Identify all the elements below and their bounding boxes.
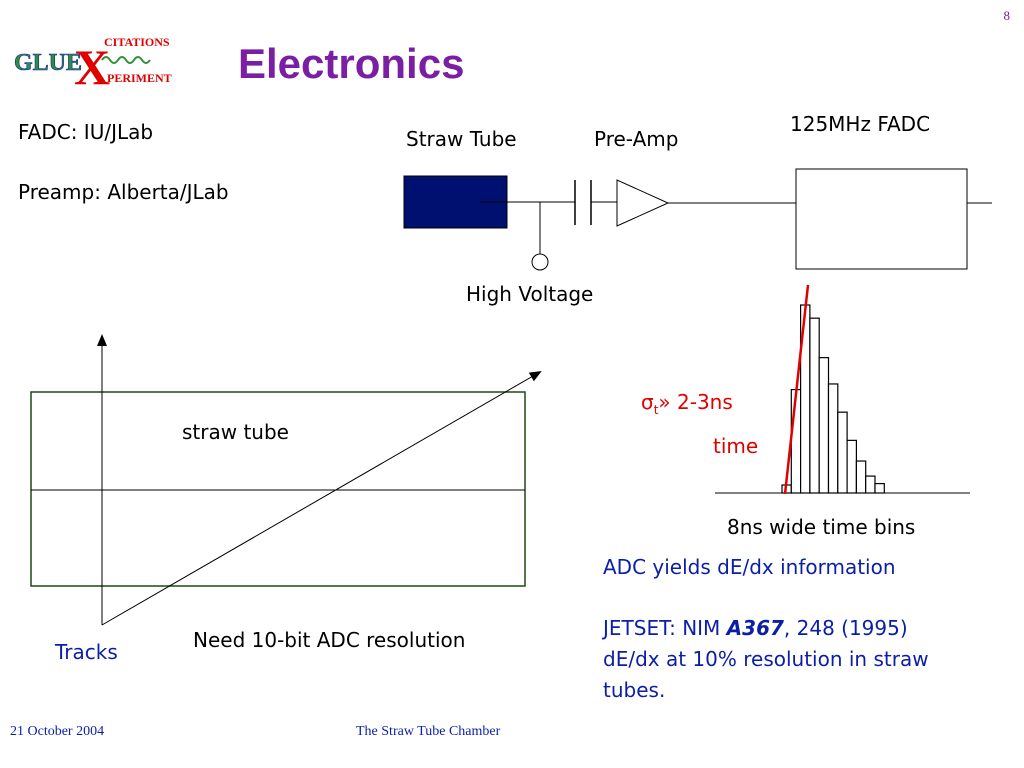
preamp-credit: Preamp: Alberta/JLab [18, 180, 229, 204]
jetset-line2: dE/dx at 10% resolution in straw [603, 647, 929, 671]
histogram-bar [818, 357, 830, 494]
tracks-label: Tracks [55, 640, 118, 664]
jetset-volume: A367 [726, 616, 784, 640]
footer-title: The Straw Tube Chamber [356, 724, 501, 739]
page-number: 8 [1003, 8, 1011, 23]
sigma-subscript: t [653, 403, 659, 417]
straw-tube-label: Straw Tube [406, 127, 517, 151]
resolution-note: Need 10-bit ADC resolution [193, 628, 466, 652]
preamp-triangle [616, 179, 670, 227]
logo-periment-text: PERIMENT [107, 71, 172, 85]
histogram-bar [846, 439, 857, 494]
rise-fit-line [783, 284, 810, 495]
time-label: time [713, 434, 759, 458]
adc-info-text: ADC yields dE/dx information [603, 555, 896, 579]
sigma-label: σt» 2-3ns [641, 390, 733, 417]
jetset-suffix: , 248 (1995) [783, 616, 908, 640]
fadc-box [795, 168, 968, 270]
histogram-bar [837, 411, 848, 494]
straw-tube-text: straw tube [182, 420, 289, 444]
logo-glue-text: GLUE [14, 50, 82, 76]
logo-x-letter: X [74, 39, 110, 92]
time-histogram [715, 284, 970, 495]
slide-title: Electronics [238, 40, 465, 87]
straw-tube-box [30, 391, 526, 587]
histogram-bar [809, 317, 820, 494]
circuit-schematic [403, 168, 992, 271]
logo-citations-text: CITATIONS [104, 35, 170, 49]
preamp-label: Pre-Amp [594, 127, 679, 151]
jetset-line3: tubes. [603, 678, 666, 702]
footer-date: 21 October 2004 [10, 724, 105, 739]
histogram-bar [827, 383, 839, 494]
sigma-text: » 2-3ns [658, 390, 733, 414]
high-voltage-label: High Voltage [466, 282, 594, 306]
histogram-bar [865, 475, 876, 494]
sigma-symbol: σ [641, 390, 654, 414]
gluex-logo: GLUE X CITATIONS PERIMENT [12, 32, 172, 96]
jetset-line1: JETSET: NIM A367, 248 (1995) [603, 616, 908, 640]
histogram-bar [874, 483, 885, 494]
high-voltage-terminal [531, 253, 549, 271]
fadc-label: 125MHz FADC [790, 112, 931, 136]
diagonal-track-arrow [101, 370, 542, 626]
jetset-prefix: JETSET: NIM [603, 616, 727, 640]
bins-label: 8ns wide time bins [727, 515, 916, 539]
fadc-credit: FADC: IU/JLab [18, 120, 154, 144]
histogram-bar [855, 460, 867, 494]
track-diagram [30, 334, 542, 626]
